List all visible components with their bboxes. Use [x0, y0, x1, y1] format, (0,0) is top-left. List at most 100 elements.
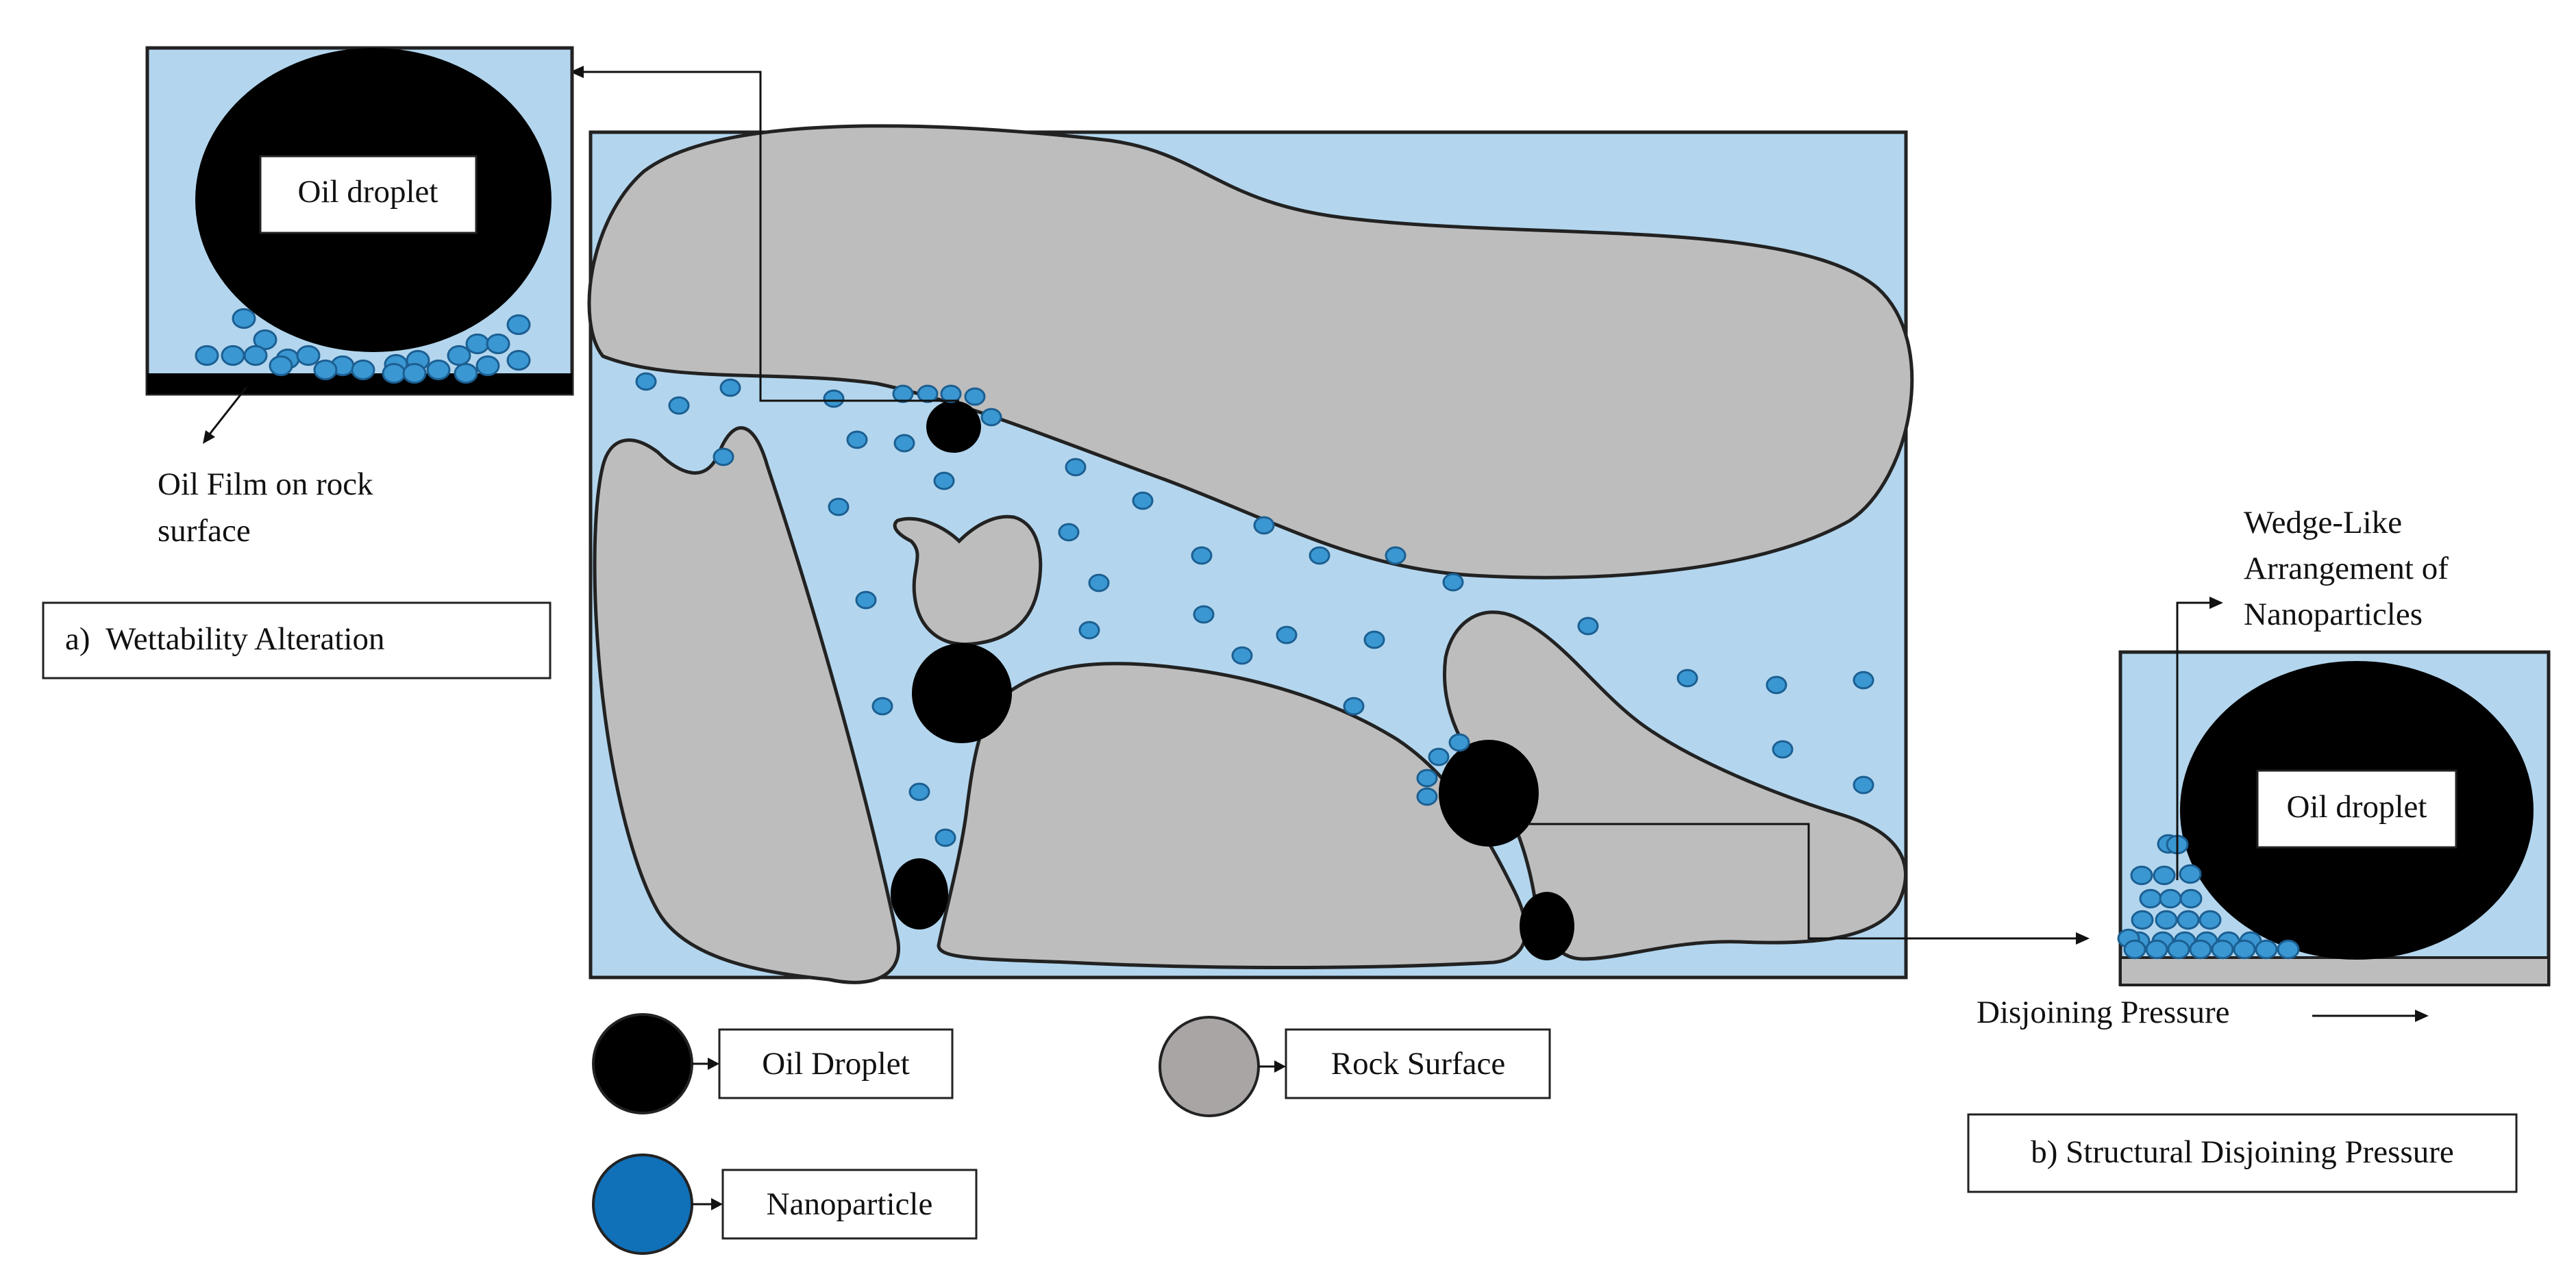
- dispersed-nanoparticles: [635, 372, 1874, 847]
- nanoparticle: [1343, 697, 1365, 716]
- nanoparticle: [1442, 573, 1464, 592]
- nanoparticle: [980, 408, 1002, 427]
- nanoparticle: [2155, 910, 2178, 930]
- legend-rock-box: [1285, 1028, 1551, 1099]
- nanoparticle: [933, 471, 955, 490]
- nanoparticle: [719, 378, 741, 397]
- rock-grain-bottom-center: [937, 662, 1528, 969]
- oil-droplet: [891, 858, 948, 930]
- inset-a-nanoparticle-film: [195, 308, 531, 384]
- nanoparticle: [475, 355, 500, 377]
- legend: Oil Droplet Rock Surface Nanoparticle: [592, 1013, 1551, 1255]
- oil-film-label-line2: surface: [158, 513, 251, 549]
- oil-film-pointer-line: [208, 386, 248, 436]
- nanoparticle: [506, 314, 531, 336]
- wedge-label-line3: Nanoparticles: [2244, 597, 2423, 632]
- nanoparticle: [426, 359, 451, 381]
- nanoparticle: [855, 590, 877, 610]
- nanoparticle: [402, 362, 427, 384]
- rock-grain-small: [893, 514, 1043, 647]
- nanoparticle: [269, 355, 293, 377]
- nanoparticle: [382, 362, 406, 384]
- nanoparticle: [892, 384, 914, 403]
- nanoparticle: [940, 384, 962, 403]
- nanoparticle: [1428, 747, 1450, 766]
- oil-film-pointer-arrowhead: [203, 430, 215, 444]
- connector-line-to-inset-b: [1528, 823, 2076, 940]
- legend-rock-arrowhead: [1274, 1060, 1286, 1073]
- inset-b-droplet-label: Oil droplet: [2287, 789, 2427, 825]
- main-pore-diagram: [570, 66, 2090, 984]
- nanoparticle: [2145, 939, 2168, 960]
- nanoparticle: [2199, 910, 2222, 930]
- rock-grain-left: [593, 426, 900, 984]
- nanoparticle: [2167, 939, 2190, 960]
- nanoparticle: [2233, 939, 2256, 960]
- nanoparticle: [1088, 573, 1110, 593]
- nanoparticle: [1132, 491, 1154, 510]
- oil-droplet: [912, 643, 1012, 743]
- nanoparticle: [486, 333, 510, 355]
- legend-nano-label: Nanoparticle: [767, 1186, 933, 1222]
- nanoparticle: [908, 782, 930, 801]
- nanoparticle: [1772, 740, 1794, 759]
- nanoparticle: [1363, 630, 1385, 649]
- nanoparticle: [2255, 939, 2278, 960]
- inset-b-nanoparticle-wedge: [2117, 834, 2300, 960]
- legend-nano-swatch: [592, 1153, 693, 1255]
- inset-b-droplet-label-box: [2256, 769, 2457, 849]
- nanoparticle: [2277, 939, 2300, 960]
- nanoparticle: [1416, 769, 1438, 788]
- nanoparticle: [454, 362, 478, 384]
- nanoparticle: [351, 359, 375, 381]
- nanoparticle: [2211, 939, 2234, 960]
- nanoparticle: [2131, 910, 2154, 930]
- nanoparticle: [2177, 910, 2200, 930]
- nanoparticle: [846, 430, 868, 449]
- caption-a-box: [42, 601, 552, 679]
- arrowhead-inset-b: [2076, 932, 2090, 945]
- disjoining-pressure-arrowhead: [2415, 1010, 2429, 1022]
- nanoparticle: [1385, 546, 1407, 565]
- inset-a-droplet-label: Oil droplet: [298, 174, 438, 210]
- nanoparticle: [893, 434, 915, 453]
- legend-item-oil: Oil Droplet: [592, 1013, 954, 1114]
- legend-item-rock: Rock Surface: [1159, 1016, 1551, 1117]
- nanoparticle: [1853, 671, 1874, 690]
- nanoparticle: [2179, 864, 2202, 884]
- disjoining-pressure-label: Disjoining Pressure: [1977, 995, 2229, 1030]
- nanoparticle: [1191, 546, 1213, 565]
- wedge-label-line1: Wedge-Like: [2244, 505, 2402, 540]
- nanoparticle: [1231, 646, 1253, 665]
- legend-nano-arrowhead: [711, 1198, 723, 1210]
- nanoparticle: [2139, 888, 2162, 909]
- inset-b-rock-base: [2119, 956, 2550, 986]
- nanoparticle: [713, 447, 734, 466]
- nanoparticle: [2189, 939, 2212, 960]
- nanoparticle: [243, 345, 268, 366]
- legend-nano-box: [721, 1169, 978, 1240]
- nanoparticle: [1276, 625, 1298, 645]
- nanoparticle: [1193, 605, 1215, 624]
- wedge-pointer-arrowhead: [2209, 597, 2223, 609]
- oil-droplet: [1520, 892, 1574, 960]
- legend-oil-box: [718, 1028, 954, 1099]
- nanoparticle: [447, 345, 471, 366]
- nanoparticle: [1416, 787, 1438, 806]
- rock-grain-right: [1443, 610, 1907, 961]
- nanoparticle: [1676, 669, 1698, 688]
- arrowhead-inset-a: [570, 66, 584, 78]
- nanoparticle: [232, 308, 256, 329]
- nanoparticle: [2179, 888, 2203, 909]
- rock-grain-top: [587, 124, 1914, 579]
- nanoparticle: [465, 333, 490, 355]
- nanoparticle: [313, 359, 338, 381]
- nanoparticle: [1065, 458, 1087, 477]
- nanoparticle: [296, 345, 321, 366]
- wedge-label-line2: Arrangement of: [2244, 551, 2449, 586]
- trapped-oil-droplets: [891, 401, 1574, 960]
- nanoparticle: [1577, 616, 1599, 636]
- nanoparticle: [2123, 939, 2146, 960]
- nanoparticle: [1253, 516, 1275, 535]
- nanoparticle: [668, 396, 690, 415]
